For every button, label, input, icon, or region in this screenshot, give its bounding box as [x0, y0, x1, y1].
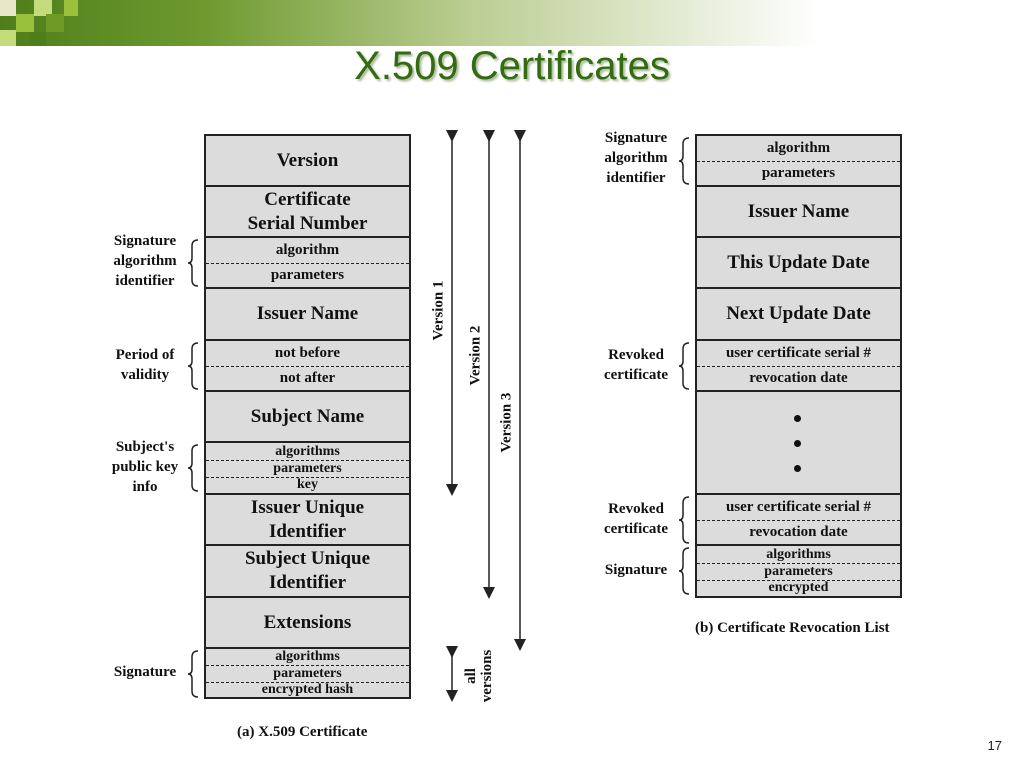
crl-sig-alg-field: algorithm parameters [695, 134, 902, 187]
cert-issuer-uid-text: Issuer Unique Identifier [250, 496, 365, 542]
cert-validity-not-after: not after [279, 369, 336, 386]
cert-subject-uid-field: Subject Unique Identifier [204, 544, 411, 598]
all-versions-label: all versions [463, 649, 495, 703]
cert-extensions-field: Extensions [204, 596, 411, 649]
cert-subject-text: Subject Name [250, 405, 365, 427]
crl-revoked2-field: user certificate serial # revocation dat… [695, 493, 902, 546]
cert-extensions-text: Extensions [263, 611, 352, 633]
cert-serial-text: Certificate Serial Number [247, 188, 368, 234]
header-square-decoration [30, 32, 46, 46]
cert-label-validity: Period of validity [115, 347, 175, 383]
brace-icon [678, 547, 690, 595]
header-square-decoration [64, 0, 78, 16]
version2-label: Version 2 [467, 319, 485, 392]
crl-issuer-text: Issuer Name [747, 200, 850, 222]
cert-signature-algorithms: algorithms [206, 649, 409, 666]
crl-ellipsis-field [695, 390, 902, 495]
crl-this-update-text: This Update Date [727, 251, 870, 273]
slide-title: X.509 Certificates [354, 44, 670, 88]
brace-icon [187, 650, 199, 698]
crl-label-sig-alg: Signature algorithm identifier [604, 130, 668, 186]
crl-sig-alg-parameters: parameters [761, 164, 836, 181]
cert-pubkey-field: algorithms parameters key [204, 441, 411, 495]
header-square-decoration [0, 0, 16, 16]
header-gradient-bar [0, 0, 1024, 46]
crl-label-signature: Signature [604, 562, 668, 578]
cert-signature-encrypted-hash: encrypted hash [261, 681, 354, 697]
version1-label: Version 1 [430, 275, 448, 346]
ellipsis-dot [794, 415, 801, 422]
cert-validity-not-before: not before [206, 341, 409, 367]
header-square-decoration [34, 0, 52, 16]
cert-issuer-field: Issuer Name [204, 287, 411, 341]
brace-icon [187, 239, 199, 287]
cert-sig-alg-algorithm: algorithm [206, 238, 409, 264]
crl-sig-alg-algorithm: algorithm [697, 136, 900, 162]
crl-label-revoked1: Revoked certificate [603, 347, 669, 383]
cert-signature-parameters: parameters [206, 665, 409, 683]
cert-version-field: Version [204, 134, 411, 187]
crl-issuer-field: Issuer Name [695, 185, 902, 238]
brace-icon [187, 342, 199, 390]
brace-icon [678, 137, 690, 185]
brace-icon [187, 444, 199, 492]
crl-this-update-field: This Update Date [695, 236, 902, 289]
header-square-decoration [46, 14, 64, 32]
cert-issuer-uid-field: Issuer Unique Identifier [204, 493, 411, 546]
cert-version-text: Version [276, 149, 339, 171]
crl-label-revoked2: Revoked certificate [603, 501, 669, 537]
crl-caption: (b) Certificate Revocation List [695, 620, 890, 636]
cert-issuer-text: Issuer Name [256, 303, 359, 324]
cert-signature-field: algorithms parameters encrypted hash [204, 647, 411, 699]
cert-pubkey-algorithms: algorithms [206, 443, 409, 461]
cert-pubkey-key: key [297, 477, 318, 492]
cert-label-sig-alg: Signature algorithm identifier [113, 233, 177, 289]
crl-revoked1-serial: user certificate serial # [697, 341, 900, 367]
crl-signature-field: algorithms parameters encrypted [695, 544, 902, 598]
header-square-decoration [0, 30, 16, 46]
crl-revoked1-field: user certificate serial # revocation dat… [695, 339, 902, 392]
cert-validity-field: not before not after [204, 339, 411, 392]
cert-label-pubkey: Subject's public key info [111, 439, 179, 495]
cert-sig-alg-field: algorithm parameters [204, 236, 411, 289]
version3-label: Version 3 [498, 386, 516, 459]
cert-label-signature: Signature [113, 664, 177, 680]
crl-revoked2-serial: user certificate serial # [697, 495, 900, 521]
cert-caption: (a) X.509 Certificate [237, 724, 368, 740]
crl-revoked2-date: revocation date [749, 523, 848, 540]
crl-next-update-text: Next Update Date [726, 303, 871, 324]
version-arrows [446, 130, 526, 702]
cert-subject-uid-text: Subject Unique Identifier [244, 548, 371, 593]
crl-signature-algorithms: algorithms [697, 546, 900, 564]
ellipsis-dot [794, 465, 801, 472]
cert-serial-field: Certificate Serial Number [204, 185, 411, 238]
brace-icon [678, 496, 690, 544]
crl-signature-encrypted: encrypted [768, 580, 829, 595]
ellipsis-dot [794, 440, 801, 447]
crl-signature-parameters: parameters [697, 563, 900, 581]
cert-subject-field: Subject Name [204, 390, 411, 443]
brace-icon [678, 342, 690, 390]
cert-pubkey-parameters: parameters [206, 460, 409, 478]
page-number: 17 [987, 738, 1002, 753]
header-square-decoration [16, 14, 34, 32]
cert-sig-alg-parameters: parameters [270, 266, 345, 283]
crl-next-update-field: Next Update Date [695, 287, 902, 341]
crl-revoked1-date: revocation date [749, 369, 848, 386]
